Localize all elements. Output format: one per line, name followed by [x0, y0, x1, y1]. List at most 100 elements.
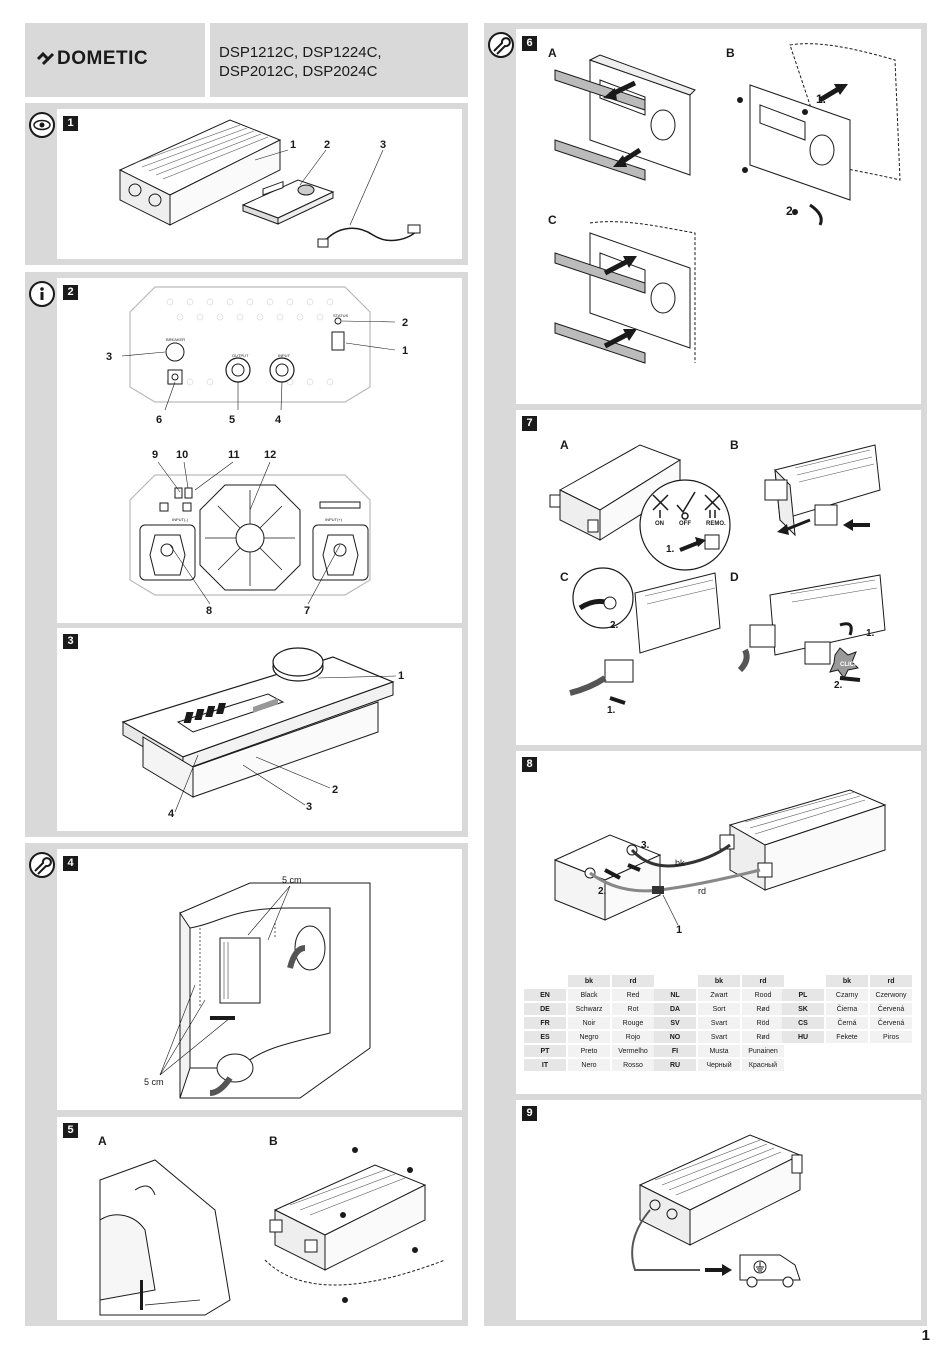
s3-callout-3: 3 [306, 801, 313, 813]
s7-c-step1: 1. [607, 705, 616, 716]
model-list: DSP1212C, DSP1224C, DSP2012C, DSP2024C [219, 43, 382, 81]
model-line-1: DSP1212C, DSP1224C, [219, 44, 382, 61]
s5-sub-b: B [269, 1134, 278, 1148]
input-plus-label: INPUT(+) [325, 517, 342, 522]
section-9-badge: 9 [522, 1106, 537, 1121]
s6-step2: 2. [786, 204, 797, 218]
drill-marking-illustration [99, 1159, 231, 1316]
s2-callout-8: 8 [206, 605, 213, 617]
callout-3: 3 [380, 139, 387, 151]
color-header-bk: bk [568, 975, 610, 987]
s7-d-step2: 2. [834, 680, 843, 691]
s6-sub-b: B [726, 46, 735, 60]
callout-2: 2 [324, 139, 331, 151]
breaker-label: BREAKER [166, 337, 186, 342]
color-header-bk: bk [698, 975, 740, 987]
switch-off-illustration [549, 444, 731, 571]
ground-connection-illustration [631, 1134, 803, 1288]
cable-rd-label: rd [698, 886, 707, 896]
panel-cover-removal-illustration [554, 54, 696, 181]
remote-panel-large-illustration [121, 647, 395, 798]
rear-cover-removal-illustration [764, 444, 881, 537]
color-header-rd: rd [742, 975, 784, 987]
cable-connect-illustration [569, 567, 721, 705]
s2-callout-5: 5 [229, 414, 236, 426]
input-minus-label: INPUT(-) [172, 517, 188, 522]
s6-step1: 1. [816, 92, 827, 106]
s2-callout-1: 1 [402, 345, 409, 357]
rear-panel-illustration [129, 474, 371, 596]
panel-cover-attach-illustration [554, 221, 696, 364]
cable-bk-label: bk [675, 858, 685, 868]
section-1-badge: 1 [63, 116, 78, 131]
switch-off-label: OFF [679, 521, 691, 527]
screw-mounting-illustration [264, 1147, 446, 1303]
s8-step3: 3. [641, 840, 650, 851]
s5-sub-a: A [98, 1134, 107, 1148]
s6-sub-c: C [548, 213, 557, 227]
dometic-logo-icon [36, 51, 55, 66]
charger-device-illustration [118, 119, 282, 226]
info-icon [29, 281, 55, 307]
distance-label-bottom: 5 cm [144, 1077, 164, 1087]
input-label: INPUT [278, 353, 290, 358]
s7-sub-d: D [730, 570, 739, 584]
page-number: 1 [921, 1327, 930, 1344]
header-models-box [210, 23, 468, 97]
s3-callout-1: 1 [398, 670, 405, 682]
cable-illustration [317, 224, 421, 248]
distance-label-top: 5 cm [282, 875, 302, 885]
section-4-leader-lines [159, 885, 291, 1076]
click-label: CLICK [840, 662, 859, 668]
wrench-icon [29, 852, 55, 878]
s6-sub-a: A [548, 46, 557, 60]
section-6-badge: 6 [522, 36, 537, 51]
s7-sub-c: C [560, 570, 569, 584]
remote-panel-illustration [241, 179, 335, 225]
cover-click-illustration [737, 574, 886, 682]
section-8-badge: 8 [522, 757, 537, 772]
callout-1: 1 [290, 139, 297, 151]
battery-connection-illustration [553, 789, 887, 921]
wrench-icon-2 [488, 32, 514, 58]
s2-callout-12: 12 [264, 449, 277, 461]
s2-callout-4: 4 [275, 414, 282, 426]
mounting-clearance-illustration [179, 882, 371, 1099]
color-header-bk: bk [826, 975, 868, 987]
section-2-badge: 2 [63, 285, 78, 300]
s2-callout-3: 3 [106, 351, 113, 363]
s7-sub-b: B [730, 438, 739, 452]
section-3-badge: 3 [63, 634, 78, 649]
s7-c-step2: 2. [610, 620, 619, 631]
brand-name: DOMETIC [57, 48, 149, 69]
section-8-leader [662, 894, 679, 926]
s2-callout-10: 10 [176, 449, 189, 461]
section-2-leader-lines-bottom [157, 461, 341, 605]
switch-remo-label: REMO. [706, 521, 726, 527]
s2-callout-6: 6 [156, 414, 163, 426]
status-label: STATUS [333, 313, 349, 318]
s7-a-step1: 1. [666, 544, 675, 555]
section-3-leader-lines [174, 675, 397, 813]
section-2-leader-lines-top [121, 320, 396, 411]
s7-d-step1: 1. [866, 628, 875, 639]
s2-callout-9: 9 [152, 449, 159, 461]
header-brand-box [25, 23, 205, 97]
model-line-2: DSP2012C, DSP2024C [219, 63, 378, 80]
section-1-leader-lines [254, 149, 384, 226]
